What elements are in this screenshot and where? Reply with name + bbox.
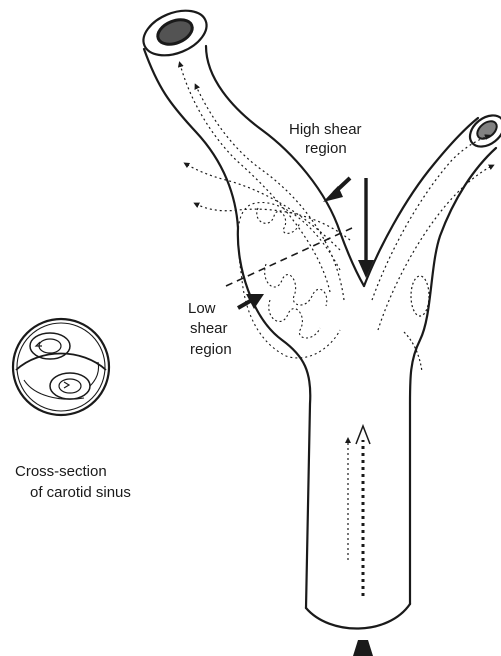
low-shear-label-line3: region — [190, 341, 232, 359]
external-carotid-opening — [464, 109, 501, 153]
high-shear-label-line2: region — [305, 140, 347, 158]
cross-section-inset — [13, 319, 109, 415]
sinus-envelope — [238, 202, 340, 357]
inflow-arrow — [353, 640, 373, 656]
cross-section-label-line1: Cross-section — [15, 463, 107, 481]
internal-carotid-opening — [137, 2, 213, 64]
recirculation-loops — [257, 208, 327, 338]
cross-section-label-line2: of carotid sinus — [30, 484, 131, 502]
low-shear-arrow — [238, 294, 264, 309]
high-shear-label-line1: High shear — [289, 121, 362, 139]
low-shear-label-line1: Low — [188, 300, 216, 318]
high-shear-pointer-arrow — [358, 178, 374, 278]
high-shear-diagonal-arrow — [323, 178, 350, 202]
low-shear-label-line2: shear — [190, 320, 228, 338]
